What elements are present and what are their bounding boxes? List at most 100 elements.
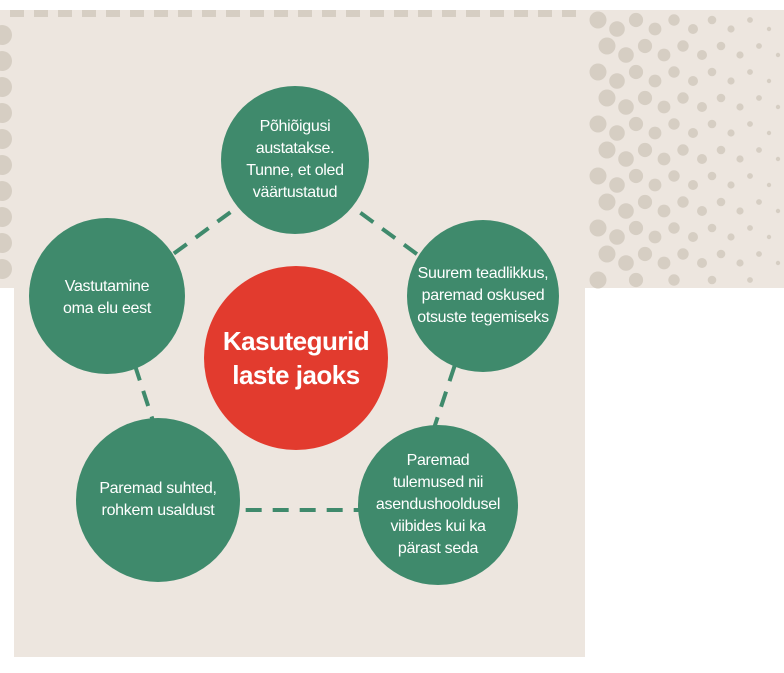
pattern-dot	[668, 274, 680, 286]
pattern-dot	[727, 77, 735, 85]
pattern-dot	[598, 141, 616, 159]
pattern-stripe	[322, 10, 336, 17]
node-right	[407, 220, 559, 372]
pattern-dot	[668, 222, 680, 234]
pattern-dot	[747, 69, 753, 75]
pattern-dot	[609, 177, 625, 193]
pattern-dot	[727, 25, 735, 33]
pattern-dot	[766, 182, 772, 188]
pattern-stripe	[202, 10, 216, 17]
pattern-dot	[697, 154, 707, 164]
pattern-dot	[648, 230, 662, 244]
pattern-dot	[589, 11, 607, 29]
pattern-dot	[707, 15, 717, 25]
pattern-dot	[756, 95, 762, 101]
pattern-dot	[589, 63, 607, 81]
pattern-dot	[628, 12, 644, 28]
pattern-dot	[747, 17, 753, 23]
pattern-dot	[727, 233, 735, 241]
pattern-dot	[766, 78, 772, 84]
pattern-dot	[657, 100, 671, 114]
pattern-dot	[628, 116, 644, 132]
pattern-stripe	[154, 10, 168, 17]
pattern-stripe	[34, 10, 48, 17]
pattern-dot	[637, 142, 653, 158]
pattern-dot	[668, 14, 680, 26]
pattern-dot	[707, 171, 717, 181]
pattern-dot	[637, 194, 653, 210]
pattern-dot	[657, 152, 671, 166]
pattern-dot	[609, 229, 625, 245]
pattern-dot	[688, 128, 698, 138]
pattern-dot	[589, 271, 607, 289]
pattern-stripe	[514, 10, 528, 17]
pattern-dot	[618, 255, 634, 271]
pattern-dot	[727, 129, 735, 137]
pattern-dot	[648, 178, 662, 192]
pattern-dot	[657, 204, 671, 218]
pattern-dot	[688, 24, 698, 34]
pattern-dot	[688, 180, 698, 190]
pattern-dot	[677, 196, 689, 208]
pattern-dot	[609, 21, 625, 37]
pattern-dot	[0, 233, 12, 253]
pattern-dot	[637, 246, 653, 262]
node-left	[29, 218, 185, 374]
pattern-dot	[747, 121, 753, 127]
pattern-dot	[598, 89, 616, 107]
pattern-dot	[0, 155, 12, 175]
pattern-dot	[707, 275, 717, 285]
pattern-dot	[618, 151, 634, 167]
stripe-pattern-decoration	[10, 10, 576, 17]
pattern-dot	[677, 248, 689, 260]
pattern-stripe	[490, 10, 504, 17]
pattern-stripe	[178, 10, 192, 17]
pattern-dot	[756, 199, 762, 205]
pattern-dot	[0, 207, 12, 227]
pattern-dot	[0, 51, 12, 71]
pattern-dot	[707, 119, 717, 129]
pattern-dot	[677, 92, 689, 104]
pattern-dot	[775, 208, 781, 214]
pattern-stripe	[370, 10, 384, 17]
pattern-dot	[736, 207, 744, 215]
pattern-dot	[598, 193, 616, 211]
pattern-dot	[736, 103, 744, 111]
pattern-dot	[668, 170, 680, 182]
pattern-stripe	[442, 10, 456, 17]
pattern-dot	[697, 206, 707, 216]
pattern-dot	[766, 234, 772, 240]
pattern-stripe	[346, 10, 360, 17]
pattern-dot	[736, 51, 744, 59]
pattern-stripe	[106, 10, 120, 17]
pattern-dot	[697, 258, 707, 268]
pattern-stripe	[10, 10, 24, 17]
pattern-dot	[716, 249, 726, 259]
pattern-stripe	[298, 10, 312, 17]
pattern-dot	[707, 223, 717, 233]
pattern-dot	[0, 25, 12, 45]
pattern-stripe	[274, 10, 288, 17]
pattern-stripe	[538, 10, 552, 17]
pattern-dot	[618, 47, 634, 63]
pattern-dot	[0, 103, 12, 123]
pattern-dot	[736, 259, 744, 267]
pattern-dot	[628, 272, 644, 288]
pattern-stripe	[562, 10, 576, 17]
pattern-dot	[707, 67, 717, 77]
pattern-dot	[747, 173, 753, 179]
pattern-dot	[648, 126, 662, 140]
pattern-dot	[628, 168, 644, 184]
node-top	[221, 86, 369, 234]
pattern-dot	[0, 129, 12, 149]
node-bottom-right	[358, 425, 518, 585]
pattern-dot	[598, 37, 616, 55]
pattern-dot	[628, 64, 644, 80]
pattern-dot	[716, 145, 726, 155]
pattern-dot	[618, 203, 634, 219]
pattern-dot	[668, 118, 680, 130]
pattern-stripe	[82, 10, 96, 17]
pattern-dot	[609, 125, 625, 141]
pattern-dot	[648, 74, 662, 88]
